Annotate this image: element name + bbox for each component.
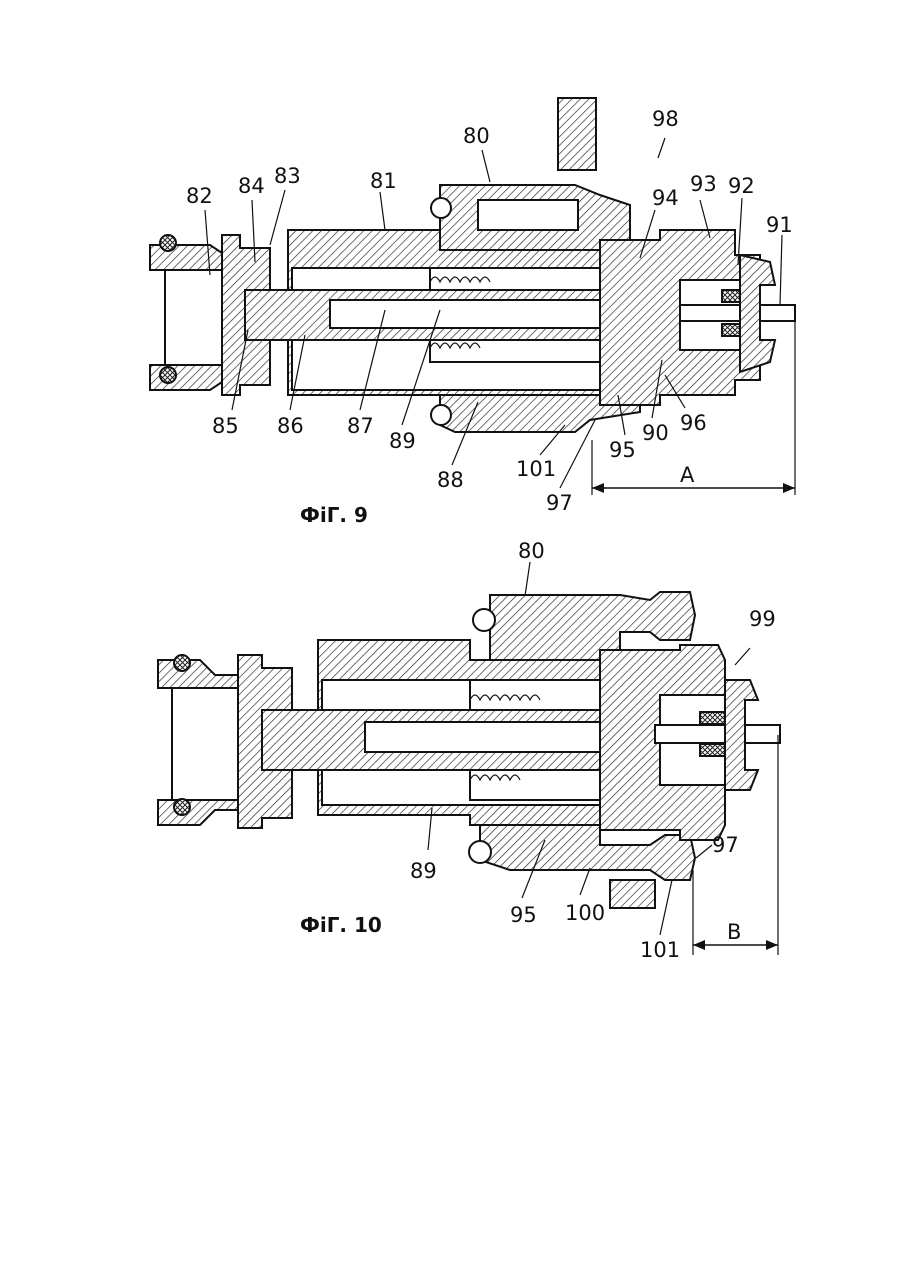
piston-bore-87	[330, 300, 600, 328]
label-92: 92	[728, 174, 755, 198]
label-80: 80	[463, 124, 490, 148]
label-91: 91	[766, 213, 793, 237]
label-80: 80	[518, 539, 545, 563]
valve-pin-91	[680, 305, 795, 321]
ground-block	[610, 880, 655, 908]
label-94: 94	[652, 186, 679, 210]
figure-9-caption: ФіГ. 9	[300, 503, 368, 527]
label-101: 101	[516, 457, 556, 481]
seal	[700, 744, 728, 756]
coupling-slot	[478, 200, 578, 230]
label-97: 97	[546, 491, 573, 515]
label-82: 82	[186, 184, 213, 208]
label-90: 90	[642, 421, 669, 445]
label-98: 98	[652, 107, 679, 131]
figure-9: 80 98 81 82 84 83 94 93 92 91 85 86 87 8…	[150, 98, 795, 527]
coupling-sleeve-lower	[480, 825, 695, 880]
label-88: 88	[437, 468, 464, 492]
ball-upper	[473, 609, 495, 631]
label-81: 81	[370, 169, 397, 193]
label-96: 96	[680, 411, 707, 435]
label-101: 101	[640, 938, 680, 962]
seal	[700, 712, 728, 724]
ground-block	[558, 98, 596, 170]
label-95: 95	[510, 903, 537, 927]
label-89: 89	[410, 859, 437, 883]
label-100: 100	[565, 901, 605, 925]
spring-chamber	[430, 268, 610, 290]
figure-10: 80 99 89 95 100 97 101 B ФіГ. 10	[158, 539, 780, 962]
figure-10-caption: ФіГ. 10	[300, 913, 382, 937]
piston-bore	[365, 722, 610, 752]
label-86: 86	[277, 414, 304, 438]
seal-ring	[174, 799, 190, 815]
label-85: 85	[212, 414, 239, 438]
label-89: 89	[389, 429, 416, 453]
seal-ring	[174, 655, 190, 671]
label-83: 83	[274, 164, 301, 188]
ball-upper	[431, 198, 451, 218]
ball-lower	[469, 841, 491, 863]
label-87: 87	[347, 414, 374, 438]
seal-ring	[160, 235, 176, 251]
ball-lower	[431, 405, 451, 425]
dimension-b-label: B	[727, 920, 741, 944]
label-93: 93	[690, 172, 717, 196]
label-99: 99	[749, 607, 776, 631]
seal-ring	[160, 367, 176, 383]
label-97: 97	[712, 833, 739, 857]
dimension-a-label: A	[680, 463, 695, 487]
label-95: 95	[609, 438, 636, 462]
label-84: 84	[238, 174, 265, 198]
valve-pin	[655, 725, 780, 743]
